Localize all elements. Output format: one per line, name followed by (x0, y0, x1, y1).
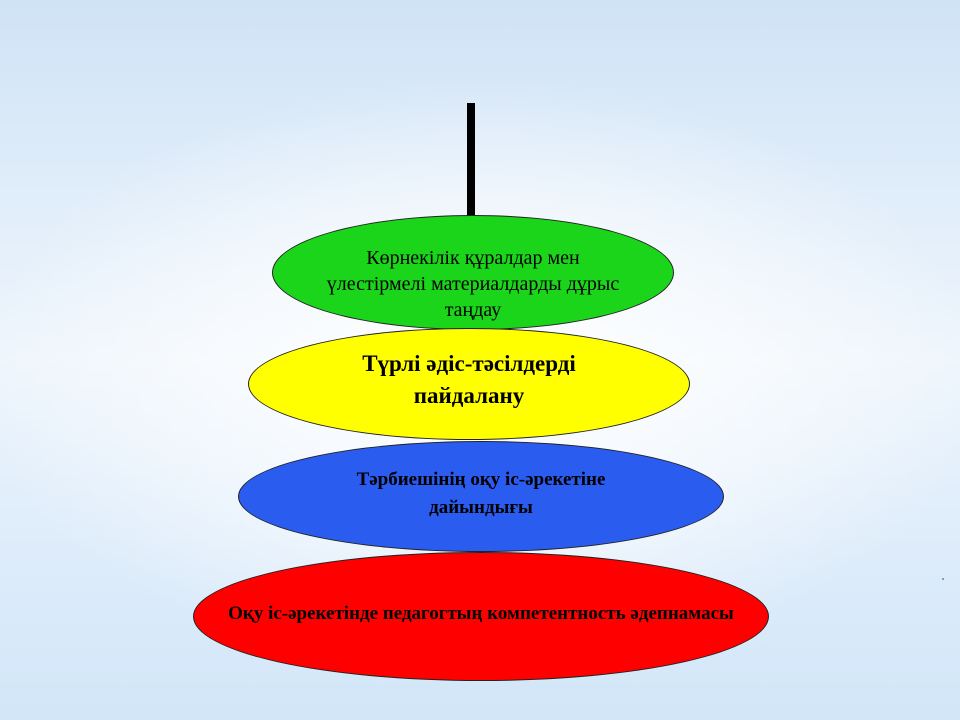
level-1-ellipse: Көрнекілік құралдар мен үлестірмелі мате… (272, 215, 674, 330)
level-3-ellipse: Тәрбиешінің оқу іс-әрекетіне дайындығы (238, 441, 724, 552)
level-4-ellipse: Оқу іс-әрекетінде педагогтың компетентно… (193, 552, 769, 681)
vertical-pole (467, 103, 475, 225)
level-2-text: Түрлі әдіс-тәсілдерді пайдалану (362, 351, 576, 408)
level-4-text: Оқу іс-әрекетінде педагогтың компетентно… (228, 602, 734, 624)
background-speck (942, 578, 944, 580)
level-2-ellipse: Түрлі әдіс-тәсілдерді пайдалану (248, 328, 690, 440)
level-1-text: Көрнекілік құралдар мен үлестірмелі мате… (326, 246, 620, 321)
level-3-text: Тәрбиешінің оқу іс-әрекетіне дайындығы (356, 468, 606, 518)
